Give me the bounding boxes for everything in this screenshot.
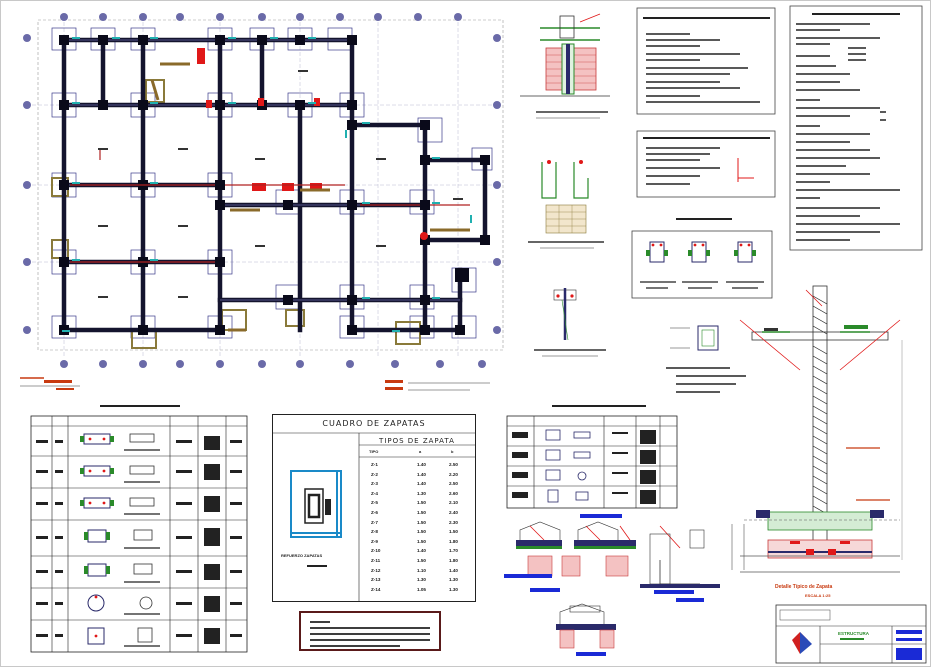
title-block [775, 604, 927, 664]
zapata-cell-a: 1.30 [417, 490, 426, 496]
stirrup-detail [528, 160, 604, 249]
zapata-row: Z-11 1.50 1.80 [359, 557, 475, 566]
footing-detail [731, 285, 903, 573]
zapata-cell-b: 2.50 [449, 462, 458, 467]
zapata-cell-b: 2.10 [449, 500, 458, 506]
zapata-cell-tipo: Z-14 [371, 586, 381, 592]
zapata-cell-tipo: Z-13 [371, 577, 381, 583]
zapata-cell-b: 2.40 [449, 510, 458, 515]
zapata-row: Z-12 1.10 1.40 [359, 567, 475, 576]
zapata-cell-a: 1.30 [417, 577, 426, 583]
zapata-cell-tipo: Z-12 [371, 567, 381, 573]
zapata-cell-tipo: Z-9 [371, 538, 378, 544]
zapata-row: Z-4 1.30 2.60 [359, 490, 475, 499]
zapata-cell-tipo: Z-8 [371, 529, 378, 535]
zapata-cell-tipo: Z-7 [371, 519, 378, 525]
zapata-row: Z-13 1.30 1.30 [359, 576, 475, 585]
zapata-cell-tipo: Z-3 [371, 481, 378, 487]
zapata-cell-tipo: Z-10 [371, 548, 381, 554]
zapata-cell-b: 1.40 [449, 567, 458, 573]
zapata-cell-a: 1.50 [417, 558, 426, 563]
column-sections-box [631, 218, 773, 299]
zapata-cell-b: 1.30 [449, 586, 458, 592]
zapata-row: Z-8 1.50 1.50 [359, 528, 475, 537]
notes-box-bottom [299, 611, 441, 651]
zapata-row: Z-9 1.50 1.80 [359, 538, 475, 547]
footing-detail-caption: Detalle Típico de Zapata [775, 584, 833, 590]
zapata-cell-b: 1.30 [449, 577, 458, 583]
zapata-cell-b: 1.70 [449, 548, 458, 554]
zapata-cell-tipo: Z-5 [371, 500, 378, 506]
zapata-cell-a: 1.40 [417, 471, 426, 477]
grid-bubbles-bottom [60, 360, 486, 368]
beam-section-details [504, 514, 720, 656]
zapata-cell-tipo: Z-2 [371, 471, 378, 477]
col-header-a: a [419, 449, 422, 454]
column-detail-small [534, 288, 606, 357]
zapata-cell-b: 1.80 [449, 558, 458, 563]
zapata-cell-a: 1.50 [417, 500, 426, 506]
zapata-row: Z-7 1.50 2.30 [359, 519, 475, 528]
zapata-cell-a: 1.50 [417, 538, 426, 544]
zapata-cell-a: 1.50 [417, 519, 426, 525]
zapata-cell-b: 2.30 [449, 519, 458, 525]
zapata-cell-a: 1.50 [417, 529, 426, 535]
col-header-b: b [451, 449, 454, 454]
grid-bubbles-right [493, 34, 501, 334]
zapata-cell-b: 1.50 [449, 529, 458, 535]
zapata-row: Z-1 1.40 2.50 [359, 461, 475, 470]
zapata-figure-label: REFUERZO ZAPATAS [281, 553, 323, 558]
zapata-cell-a: 1.05 [417, 586, 426, 592]
zapata-cell-b: 2.50 [449, 481, 458, 487]
zapata-cell-tipo: Z-6 [371, 510, 378, 515]
zapata-cell-a: 1.10 [417, 567, 426, 573]
zapata-cell-a: 1.40 [417, 481, 426, 487]
zapata-figure [273, 432, 475, 601]
zapata-cell-b: 2.20 [449, 471, 458, 477]
notes-box-1 [636, 7, 776, 115]
room-labels [98, 70, 463, 298]
zapatas-table-title: CUADRO DE ZAPATAS [322, 419, 426, 428]
beam-schedule-table [30, 405, 248, 653]
zapata-row: Z-14 1.05 1.30 [359, 586, 475, 595]
col-header-tipo: TIPO [369, 449, 379, 454]
zapata-row: Z-2 1.40 2.20 [359, 471, 475, 480]
column-schedule-table [506, 405, 678, 509]
foundation-plan [20, 13, 504, 391]
zapata-cell-a: 1.40 [417, 462, 426, 467]
zapatas-table: CUADRO DE ZAPATAS TIPOS DE ZAPATA TIPO a… [272, 414, 476, 602]
cyan-marks [62, 37, 472, 332]
zapata-cell-a: 1.50 [417, 510, 426, 515]
zapatas-table-subtitle: TIPOS DE ZAPATA [379, 437, 455, 445]
zapata-row: Z-10 1.40 1.70 [359, 547, 475, 556]
grid-bubbles-top [60, 13, 462, 21]
zapata-cell-b: 1.80 [449, 538, 458, 544]
footing-detail-scale: ESCALA 1:25 [805, 593, 831, 598]
zapata-row: Z-3 1.40 2.50 [359, 480, 475, 489]
zapata-cell-tipo: Z-4 [371, 490, 378, 496]
zapata-row: Z-6 1.50 2.40 [359, 509, 475, 518]
section-markers [197, 48, 428, 240]
plan-legend [385, 380, 490, 391]
wall-section-detail [520, 13, 610, 119]
grid-bubbles-left [23, 34, 31, 334]
footing-olive-outlines [51, 79, 421, 349]
zapata-cell-tipo: Z-1 [371, 462, 378, 467]
plan-title [20, 377, 80, 390]
title-block-project: ESTRUCTURA [838, 631, 869, 636]
zapata-cell-b: 2.60 [449, 490, 458, 496]
zapata-cell-a: 1.40 [417, 548, 426, 554]
notes-box-2 [636, 130, 776, 198]
zapata-row: Z-5 1.50 2.10 [359, 499, 475, 508]
olive-segments [150, 62, 470, 332]
reinforcement-lines [70, 150, 470, 263]
column-typical-detail [666, 325, 746, 393]
zapata-cell-tipo: Z-11 [371, 558, 381, 563]
notes-box-3 [789, 5, 923, 251]
